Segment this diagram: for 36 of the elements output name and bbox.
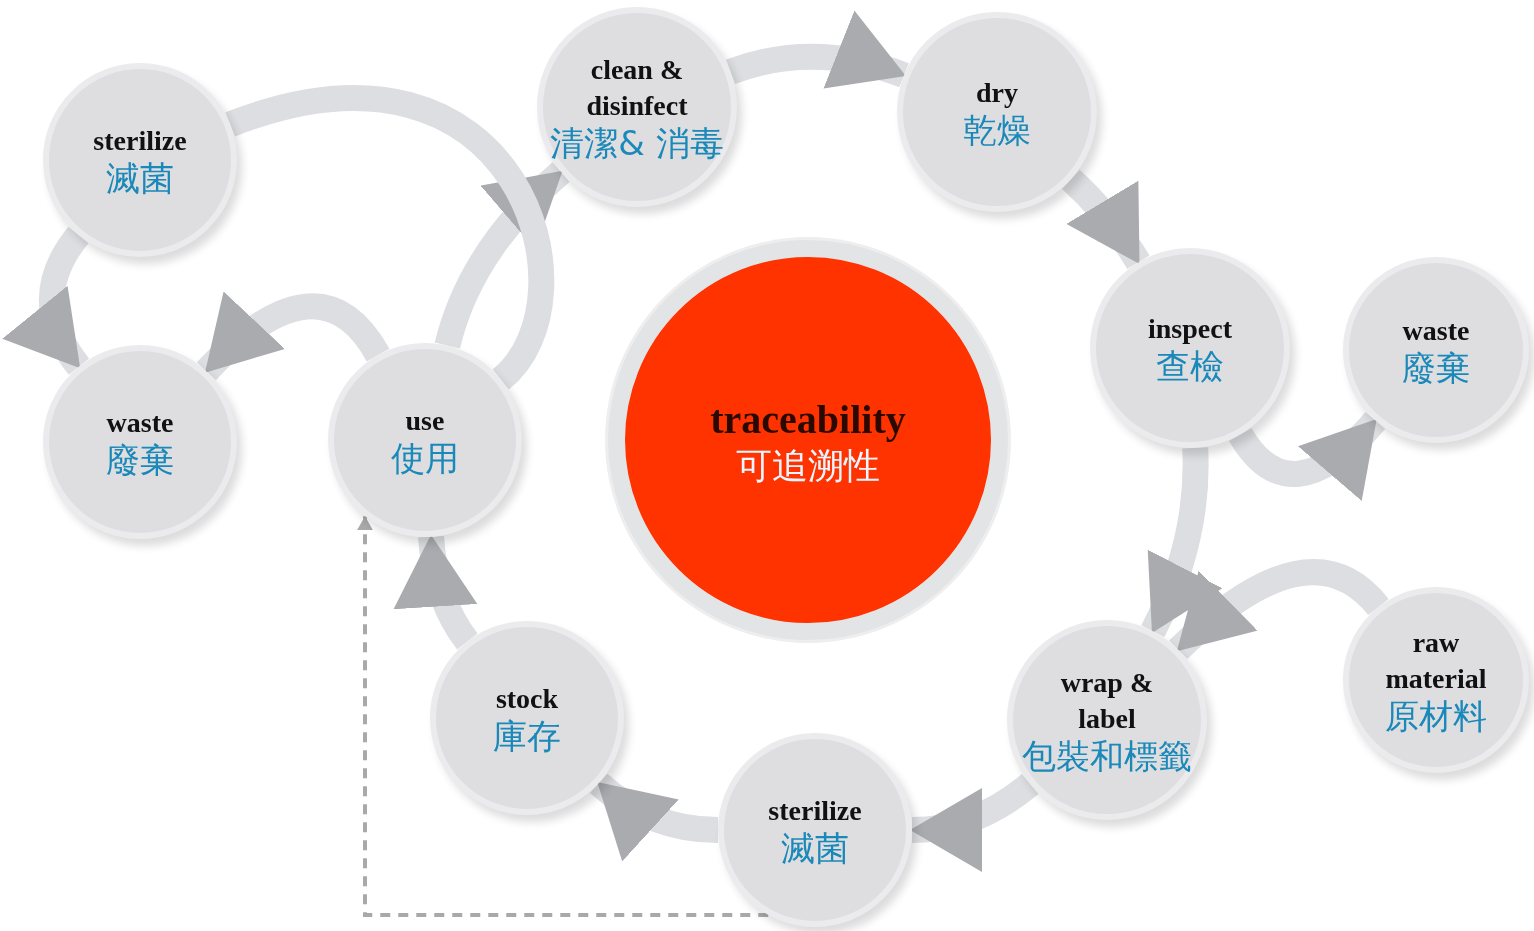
dashed-arrow	[357, 516, 769, 917]
curved-arrow	[590, 773, 719, 861]
english-label: sterilize	[93, 124, 187, 159]
english-label: use	[405, 404, 445, 439]
english-label: stock	[495, 682, 559, 717]
english-label: waste	[106, 406, 174, 441]
chinese-label: 乾燥	[963, 111, 1031, 149]
english-label: dry	[976, 76, 1018, 111]
curved-arrow	[1229, 411, 1385, 501]
curved-arrow	[910, 773, 1039, 870]
curved-arrow	[1169, 559, 1389, 660]
chinese-label: 滅菌	[781, 829, 849, 867]
english-label: traceability	[710, 396, 906, 445]
chinese-label: 清潔& 消毒	[550, 124, 724, 163]
chinese-label: 包裝和標籤	[1022, 737, 1192, 776]
chinese-label: 查檢	[1156, 347, 1224, 385]
curved-arrow	[3, 227, 90, 375]
english-label: raw material	[1384, 625, 1488, 697]
chinese-label: 原材料	[1385, 697, 1487, 736]
curved-arrow	[1141, 447, 1222, 637]
english-label: inspect	[1148, 312, 1232, 347]
curved-arrow	[434, 162, 570, 349]
chinese-label: 使用	[391, 439, 459, 477]
english-label: waste	[1402, 314, 1470, 349]
chinese-label: 可追溯性	[736, 446, 880, 486]
chinese-label: 廢棄	[106, 441, 174, 479]
curved-arrow	[197, 292, 390, 381]
english-label: sterilize	[768, 794, 862, 829]
curved-arrow	[394, 534, 479, 650]
curved-arrow	[726, 11, 909, 91]
curved-arrow	[1062, 169, 1150, 270]
chinese-label: 庫存	[493, 717, 561, 755]
english-label: wrap & label	[1059, 665, 1155, 737]
english-label: clean & disinfect	[585, 52, 689, 124]
chinese-label: 廢棄	[1402, 349, 1470, 387]
chinese-label: 滅菌	[106, 159, 174, 197]
